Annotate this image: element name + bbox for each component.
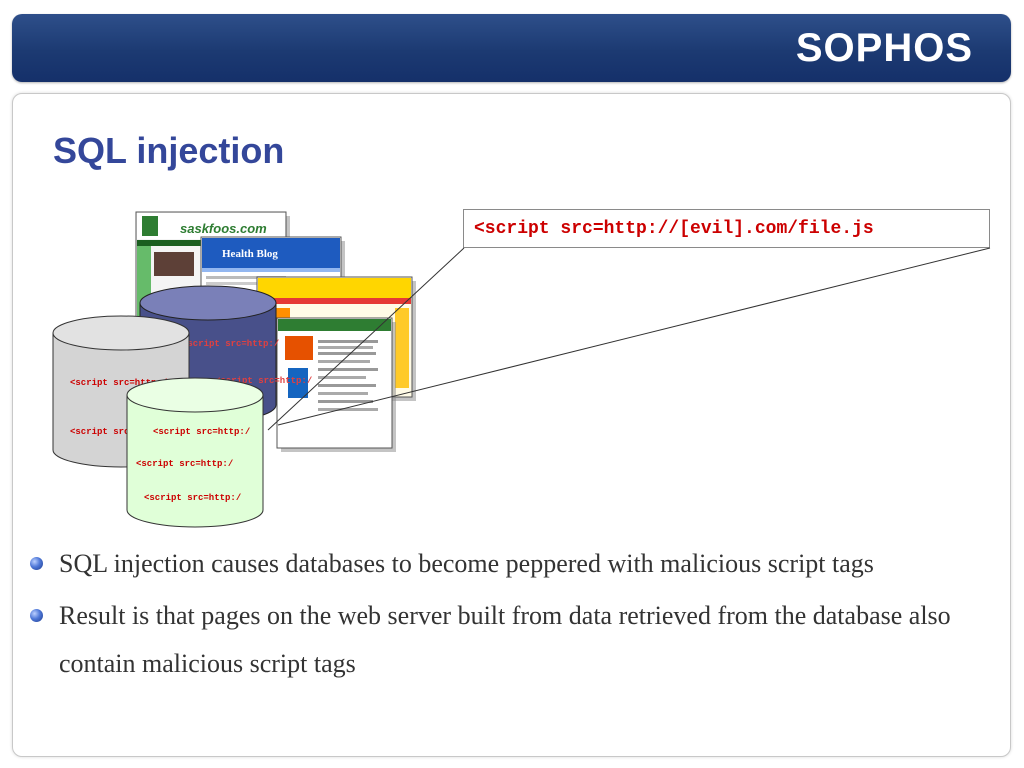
health-blog-header-text: Health Blog — [222, 248, 278, 260]
header-bar: SOPHOS — [12, 14, 1011, 82]
bullet-item: Result is that pages on the web server b… — [30, 592, 1000, 688]
script-tag-text: <script src=http:/ — [182, 339, 279, 349]
sophos-logo: SOPHOS — [795, 26, 973, 70]
bullet-item: SQL injection causes databases to become… — [30, 540, 1000, 588]
script-tag-text: <script src=http:/ — [153, 427, 250, 437]
bullet-icon — [30, 609, 43, 622]
connector-line-right — [277, 247, 991, 426]
website-green — [276, 317, 396, 452]
script-tag-text: <script src=http:/ — [144, 493, 241, 503]
script-tag-text: <script src=http:/ — [70, 378, 167, 388]
code-snippet-box: <script src=http://[evil].com/file.js — [463, 209, 990, 248]
slide-title: SQL injection — [53, 130, 285, 171]
bullet-text: SQL injection causes databases to become… — [59, 549, 874, 578]
database-green: <script src=http:/ <script src=http:/ <s… — [126, 377, 264, 528]
bullet-icon — [30, 557, 43, 570]
bullet-list: SQL injection causes databases to become… — [30, 540, 1000, 692]
script-tag-text: <script src=http:/ — [70, 427, 167, 437]
connector-line-left — [267, 247, 465, 431]
saskfoos-header-text: saskfoos.com — [180, 221, 267, 236]
bullet-text: Result is that pages on the web server b… — [59, 601, 951, 678]
script-tag-text: <script src=http:/ — [215, 376, 312, 386]
script-tag-text: <script src=http:/ — [136, 459, 233, 469]
